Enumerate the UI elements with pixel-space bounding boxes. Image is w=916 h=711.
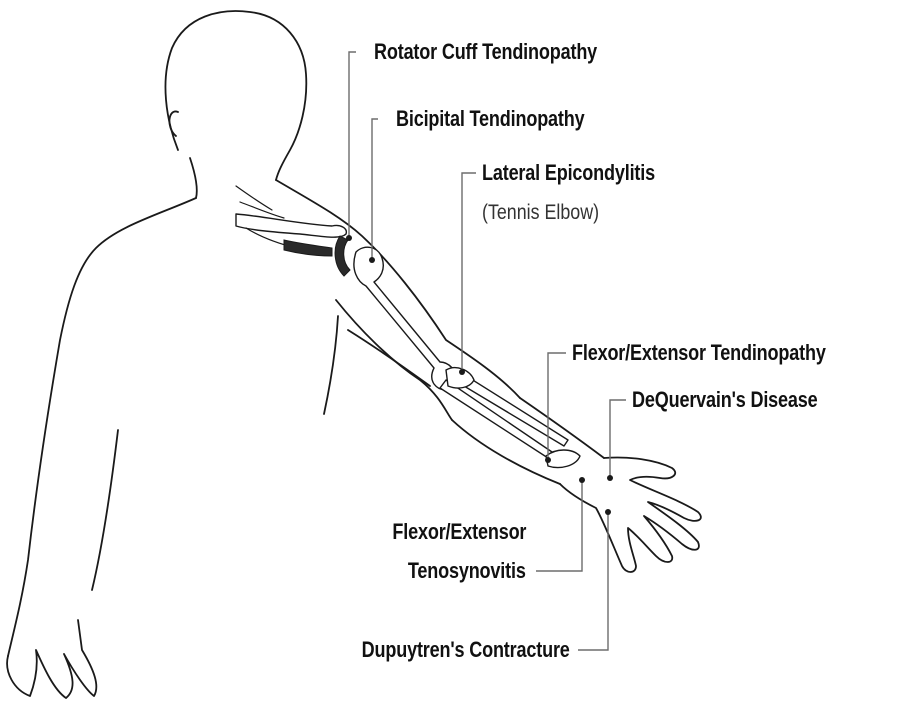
point-tenosynovitis: [579, 477, 585, 483]
leader-rotator-cuff: [349, 52, 356, 236]
right-hand-outline: [560, 457, 701, 572]
label-rotator-cuff: Rotator Cuff Tendinopathy: [374, 40, 597, 64]
label-tennis-elbow: (Tennis Elbow): [482, 201, 599, 225]
leader-dequervain: [610, 400, 626, 478]
rotator-cuff-tissue: [284, 240, 332, 256]
clavicle: [236, 214, 346, 237]
forearm-outer: [520, 398, 604, 458]
point-rotator-cuff: [346, 235, 352, 241]
label-flexor-extensor-line2: Tenosynovitis: [408, 559, 526, 583]
leader-tenosynovitis: [536, 480, 582, 571]
label-dequervain: DeQuervain's Disease: [632, 388, 818, 412]
point-lateral-epicondylitis: [459, 369, 465, 375]
point-dupuytren: [605, 509, 611, 515]
body-left-outline: [8, 198, 196, 656]
leader-bicipital: [372, 119, 378, 258]
shoulder-joint: [335, 236, 350, 276]
label-flexor-extensor-tendinopathy: Flexor/Extensor Tendinopathy: [572, 341, 826, 365]
head-outline: [165, 11, 306, 180]
ear-outline: [169, 111, 178, 136]
wrist-bones: [546, 450, 580, 468]
leader-lateral-epicondylitis: [462, 173, 476, 370]
left-hand-outline: [7, 620, 96, 698]
point-flexor-extensor-tendinopathy: [545, 457, 551, 463]
torso-right-outline: [324, 316, 338, 414]
label-flexor-extensor-line1: Flexor/Extensor: [392, 520, 526, 544]
left-inner-arm: [92, 430, 118, 590]
point-bicipital: [369, 257, 375, 263]
label-lateral-epicondylitis: Lateral Epicondylitis: [482, 161, 655, 185]
label-bicipital: Bicipital Tendinopathy: [396, 107, 584, 131]
label-dupuytren: Dupuytren's Contracture: [362, 638, 570, 662]
point-dequervain: [607, 475, 613, 481]
neck-left: [190, 158, 197, 198]
